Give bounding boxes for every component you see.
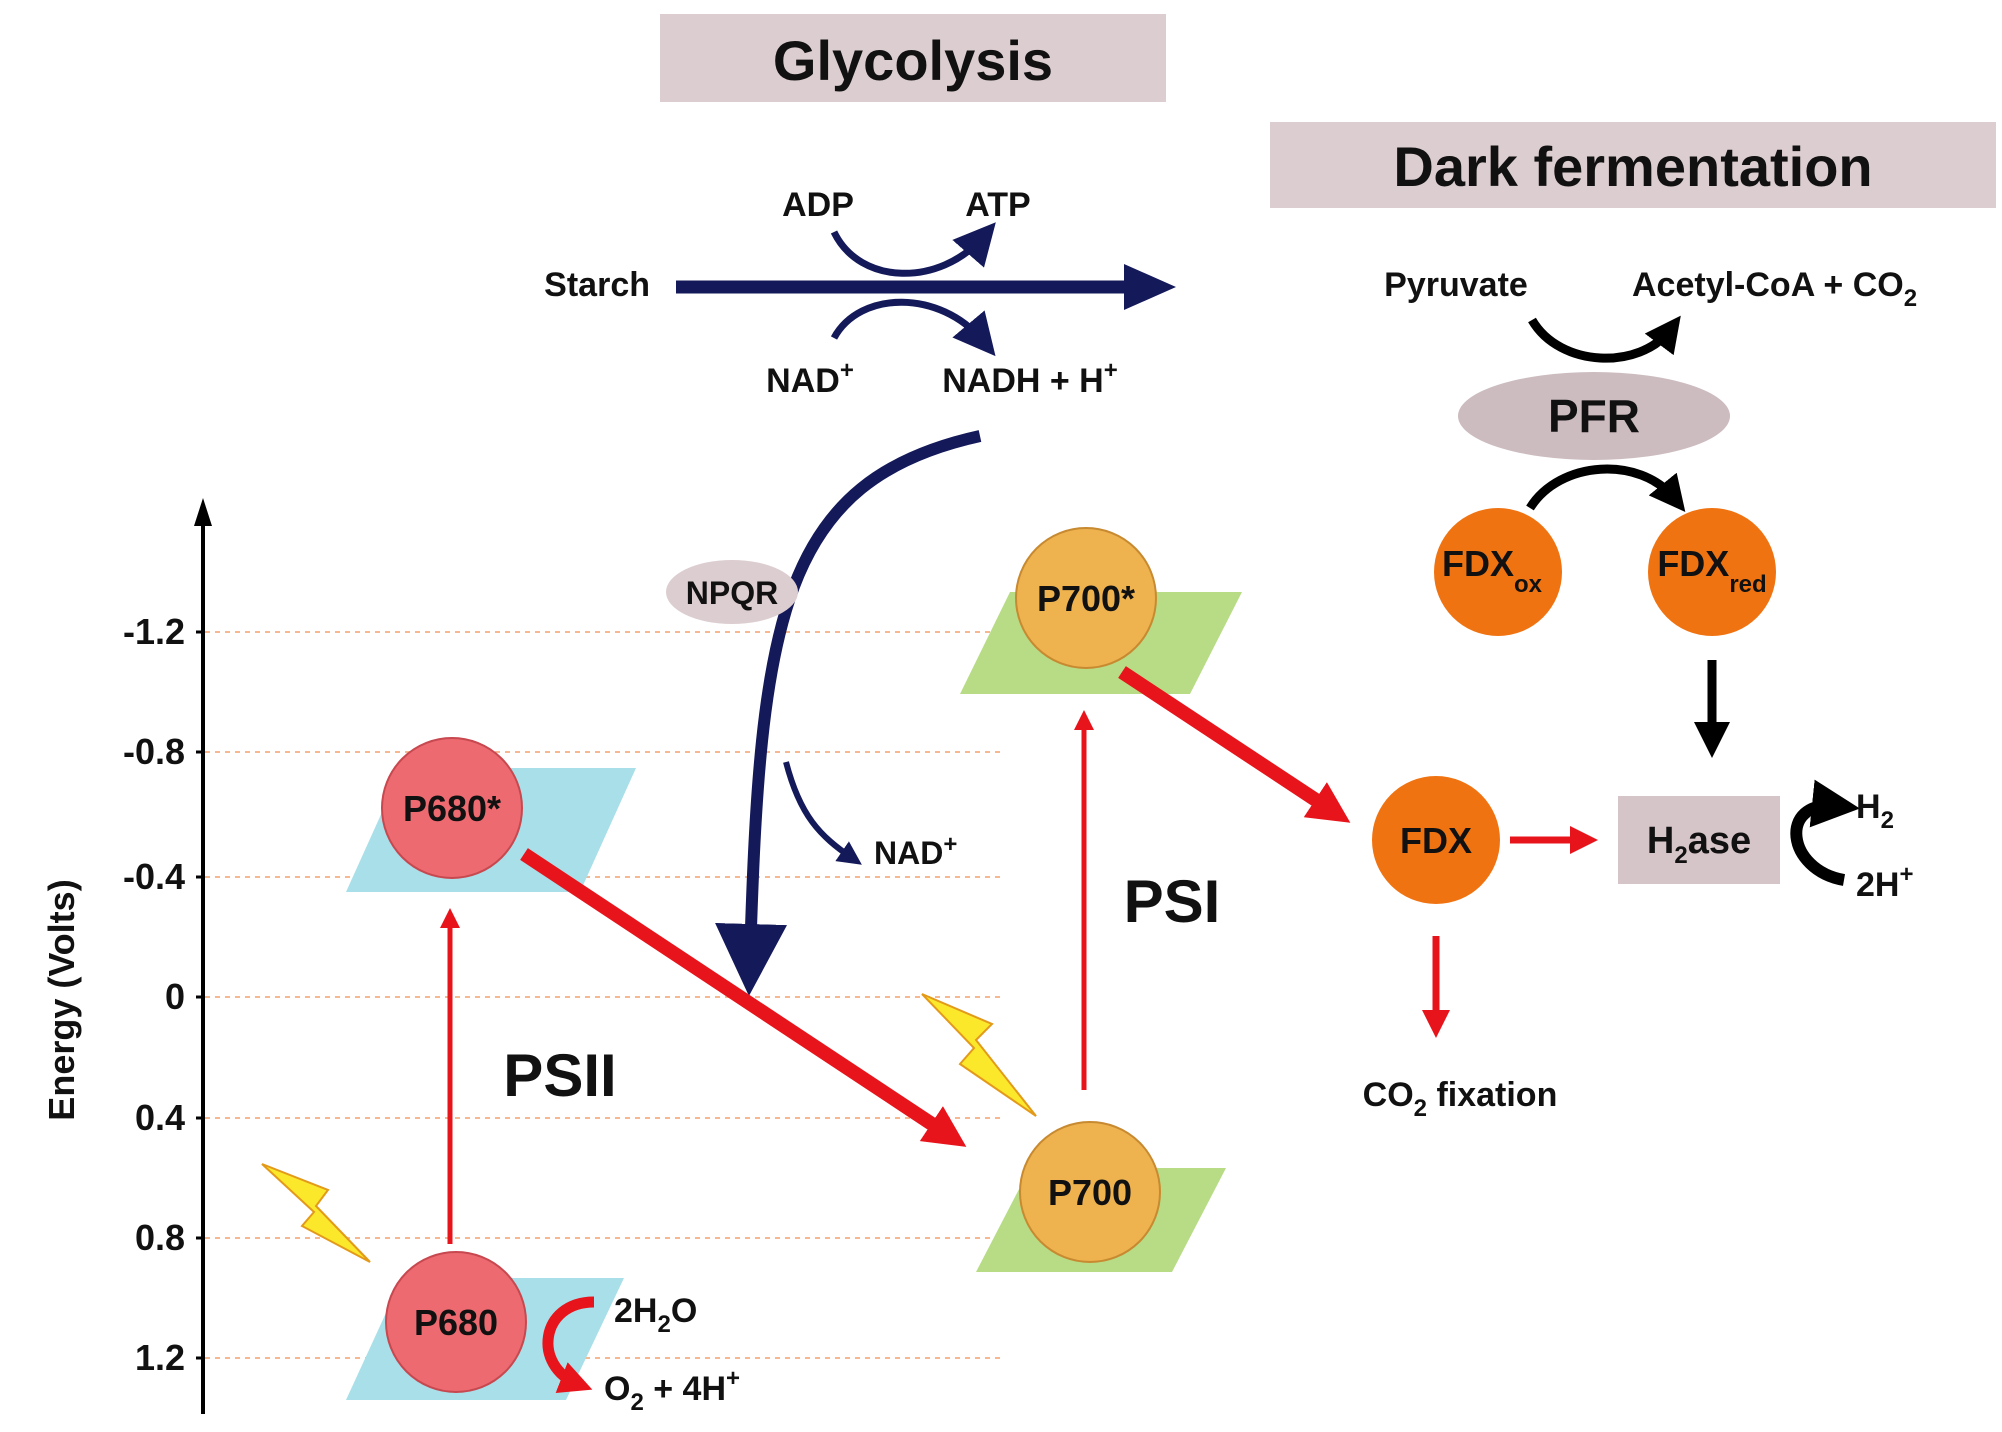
- p700-node: [1019, 1121, 1161, 1263]
- atp-label: ATP: [965, 186, 1030, 224]
- lightning-icon: [261, 1163, 371, 1263]
- fdx-ox-node: [1434, 508, 1562, 636]
- nad-nadh-arrow: [830, 298, 996, 357]
- tick-label: 0.8: [135, 1217, 185, 1258]
- npqr-branch-arrow: [783, 761, 862, 865]
- nadh-label: NADH + H+: [942, 357, 1118, 400]
- adp-atp-arrow: [830, 222, 996, 277]
- tick-label: 1.2: [135, 1337, 185, 1378]
- fdx-ox-label: FDXox: [1442, 543, 1543, 598]
- p680-star-label: P680*: [403, 788, 501, 829]
- grid-lines: [205, 631, 1000, 1359]
- psii-to-psi-arrow: [520, 848, 967, 1147]
- axis-title: Energy (Volts): [41, 879, 82, 1120]
- starch-arrowhead: [1124, 264, 1176, 310]
- fdx-red-label: FDXred: [1657, 543, 1766, 598]
- water-split-arrow: [542, 1296, 595, 1393]
- tick-label: -0.4: [123, 856, 185, 897]
- h2-label: H2: [1856, 788, 1894, 834]
- fdx-node: [1372, 776, 1500, 904]
- dark-fermentation-title-box: [1270, 122, 1996, 208]
- fdx-red-node: [1648, 508, 1776, 636]
- nad-plus-label: NAD+: [766, 357, 854, 400]
- npqr-pathway: NPQR NAD+: [666, 430, 982, 996]
- pyruvate-label: Pyruvate: [1384, 266, 1528, 304]
- hydrogenase-box: [1618, 796, 1780, 884]
- npqr-ellipse: [666, 560, 798, 624]
- p700-star-label: P700*: [1037, 578, 1135, 619]
- p680-star-node: [381, 737, 523, 879]
- p680-node: [385, 1251, 527, 1393]
- axis-arrowhead: [194, 498, 212, 526]
- psii-group: P680* P680 PSII 2H2O O2 + 4H+: [261, 737, 740, 1416]
- psii-label: PSII: [503, 1042, 616, 1109]
- psi-label: PSI: [1124, 868, 1221, 935]
- pyruvate-acetyl-arrow: [1528, 315, 1681, 363]
- dark-fermentation-title: Dark fermentation: [1270, 122, 1996, 208]
- tick-label: -0.8: [123, 731, 185, 772]
- oxygen-label: O2 + 4H+: [604, 1365, 740, 1416]
- p700-label: P700: [1048, 1172, 1132, 1213]
- glycolysis-title-box: [660, 14, 1166, 102]
- fdx-group: FDX CO2 fixation: [1363, 776, 1598, 1122]
- water-label: 2H2O: [614, 1292, 697, 1338]
- glycolysis-pathway: Starch ADP ATP NAD+ NADH + H+: [544, 186, 1176, 400]
- npqr-label: NPQR: [686, 575, 778, 611]
- tick-label: 0: [165, 976, 185, 1017]
- glycolysis-title: Glycolysis: [660, 14, 1166, 102]
- pfr-ellipse: [1458, 372, 1730, 460]
- tick-label: 0.4: [135, 1097, 185, 1138]
- proton-reduction-arrow: [1790, 779, 1860, 886]
- energy-axis: -1.2 -0.8 -0.4 0 0.4 0.8 1.2 Energy (Vol…: [41, 498, 1000, 1414]
- psi-to-fdx-arrow: [1118, 666, 1351, 823]
- psi-group: P700* P700 PSI: [921, 527, 1242, 1272]
- nadh-to-pq-arrow: [715, 430, 982, 996]
- co2-fixation-label: CO2 fixation: [1363, 1076, 1558, 1122]
- p680-label: P680: [414, 1302, 498, 1343]
- dark-fermentation-title-text: Dark fermentation: [1393, 135, 1872, 198]
- tick-label: -1.2: [123, 611, 185, 652]
- adp-label: ADP: [782, 186, 854, 224]
- hydrogenase-label: H2ase: [1647, 820, 1751, 869]
- dark-fermentation-pathway: Pyruvate Acetyl-CoA + CO2 PFR FDXox FDXr…: [1384, 266, 1917, 758]
- p700-star-node: [1015, 527, 1157, 669]
- fdx-label: FDX: [1400, 820, 1472, 861]
- npqr-nad-plus-label: NAD+: [874, 831, 957, 871]
- starch-label: Starch: [544, 266, 650, 304]
- hydrogenase-group: H2ase H2 2H+: [1618, 779, 1913, 904]
- axis-ticks: [196, 630, 205, 1360]
- protons-label: 2H+: [1856, 861, 1913, 904]
- glycolysis-title-text: Glycolysis: [773, 29, 1053, 92]
- pfr-label: PFR: [1548, 390, 1640, 442]
- fdx-ox-red-arrow: [1526, 464, 1686, 512]
- lightning-icon: [921, 993, 1037, 1117]
- acetyl-coa-label: Acetyl-CoA + CO2: [1632, 266, 1917, 312]
